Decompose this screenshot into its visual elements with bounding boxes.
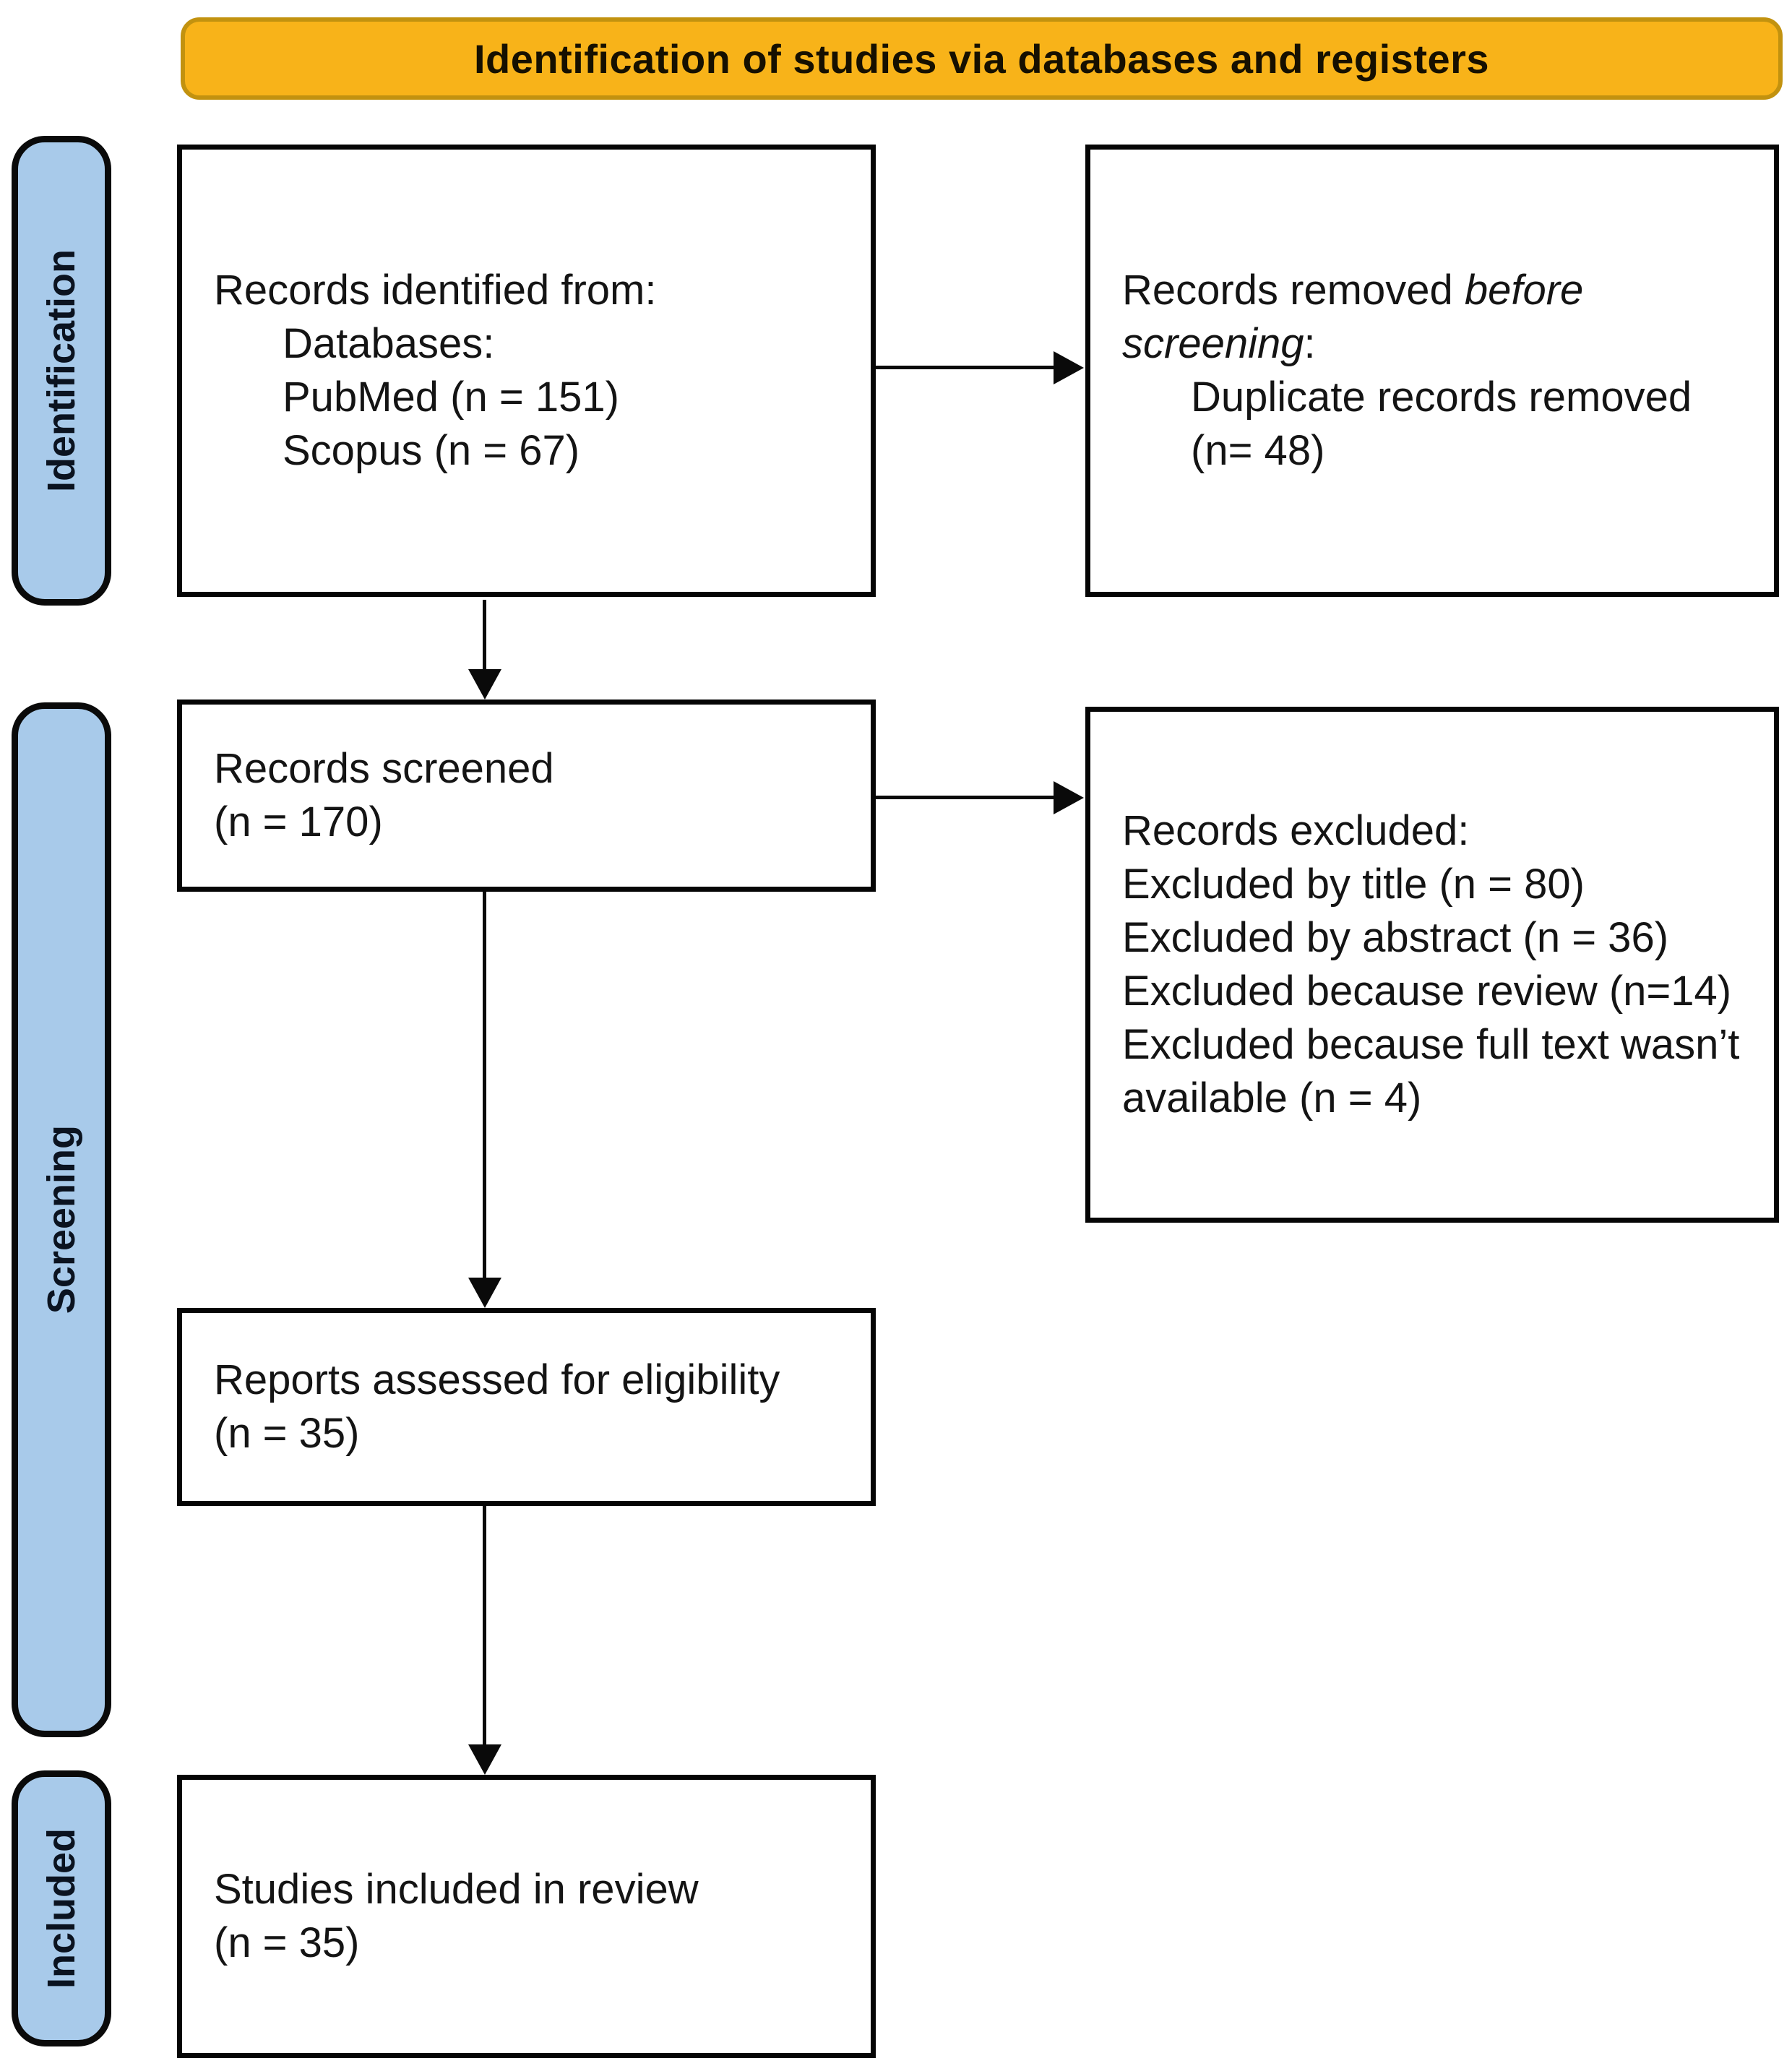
box-text-line: Excluded by abstract (n = 36) [1122,914,1669,961]
box-records-screened: Records screened (n = 170) [177,700,876,892]
box-text-line: Records excluded: [1122,807,1470,854]
box-text-line: PubMed (n = 151) [283,374,619,421]
arrow-identified-to-screened-line [483,600,486,672]
box-reports-assessed: Reports assessed for eligibility (n = 35) [177,1308,876,1506]
box-text-line: (n= 48) [1191,427,1325,474]
box-text-line: Excluded because full text wasn’t [1122,1021,1740,1068]
arrow-assessed-to-included-line [483,1506,486,1746]
box-text-line: available (n = 4) [1122,1075,1422,1122]
stage-label-identification: Identification [12,136,111,606]
box-records-removed-before-screening: Records removed before screening: Duplicat… [1085,145,1779,597]
box-text-line: Reports assessed for eligibility [214,1356,780,1403]
box-text-line: Databases: [283,320,495,367]
arrowhead-right-icon [1054,781,1084,814]
box-text-line: Excluded by title (n = 80) [1122,861,1585,908]
arrowhead-down-icon [468,1278,501,1308]
box-records-identified: Records identified from: Databases: PubMed… [177,145,876,597]
box-text-line: Excluded because review (n=14) [1122,968,1732,1015]
stage-label-included-text: Included [40,1828,83,1989]
stage-label-included: Included [12,1770,111,2046]
box-text-line: Records removed before [1122,267,1584,314]
box-text-line: screening: [1122,320,1316,367]
stage-label-identification-text: Identification [40,249,83,492]
box-text-line: (n = 170) [214,799,383,845]
arrow-screened-to-assessed-line [483,892,486,1279]
box-text-line: Scopus (n = 67) [283,427,580,474]
box-records-excluded: Records excluded: Excluded by title (n = … [1085,707,1779,1223]
box-text-line: (n = 35) [214,1410,360,1457]
arrowhead-down-icon [468,1744,501,1775]
box-text-line: Duplicate records removed [1191,374,1692,421]
box-studies-included: Studies included in review (n = 35) [177,1775,876,2058]
box-text-line: Records screened [214,745,554,792]
arrowhead-down-icon [468,669,501,700]
arrow-screened-to-excluded-line [876,796,1058,799]
arrowhead-right-icon [1054,351,1084,384]
arrow-identified-to-removed-line [876,366,1058,369]
stage-label-screening-text: Screening [40,1125,83,1314]
stage-label-screening: Screening [12,702,111,1737]
box-text-line: (n = 35) [214,1919,360,1966]
box-text-line: Records identified from: [214,267,657,314]
banner-title: Identification of studies via databases … [181,17,1783,100]
box-text-line: Studies included in review [214,1866,699,1913]
